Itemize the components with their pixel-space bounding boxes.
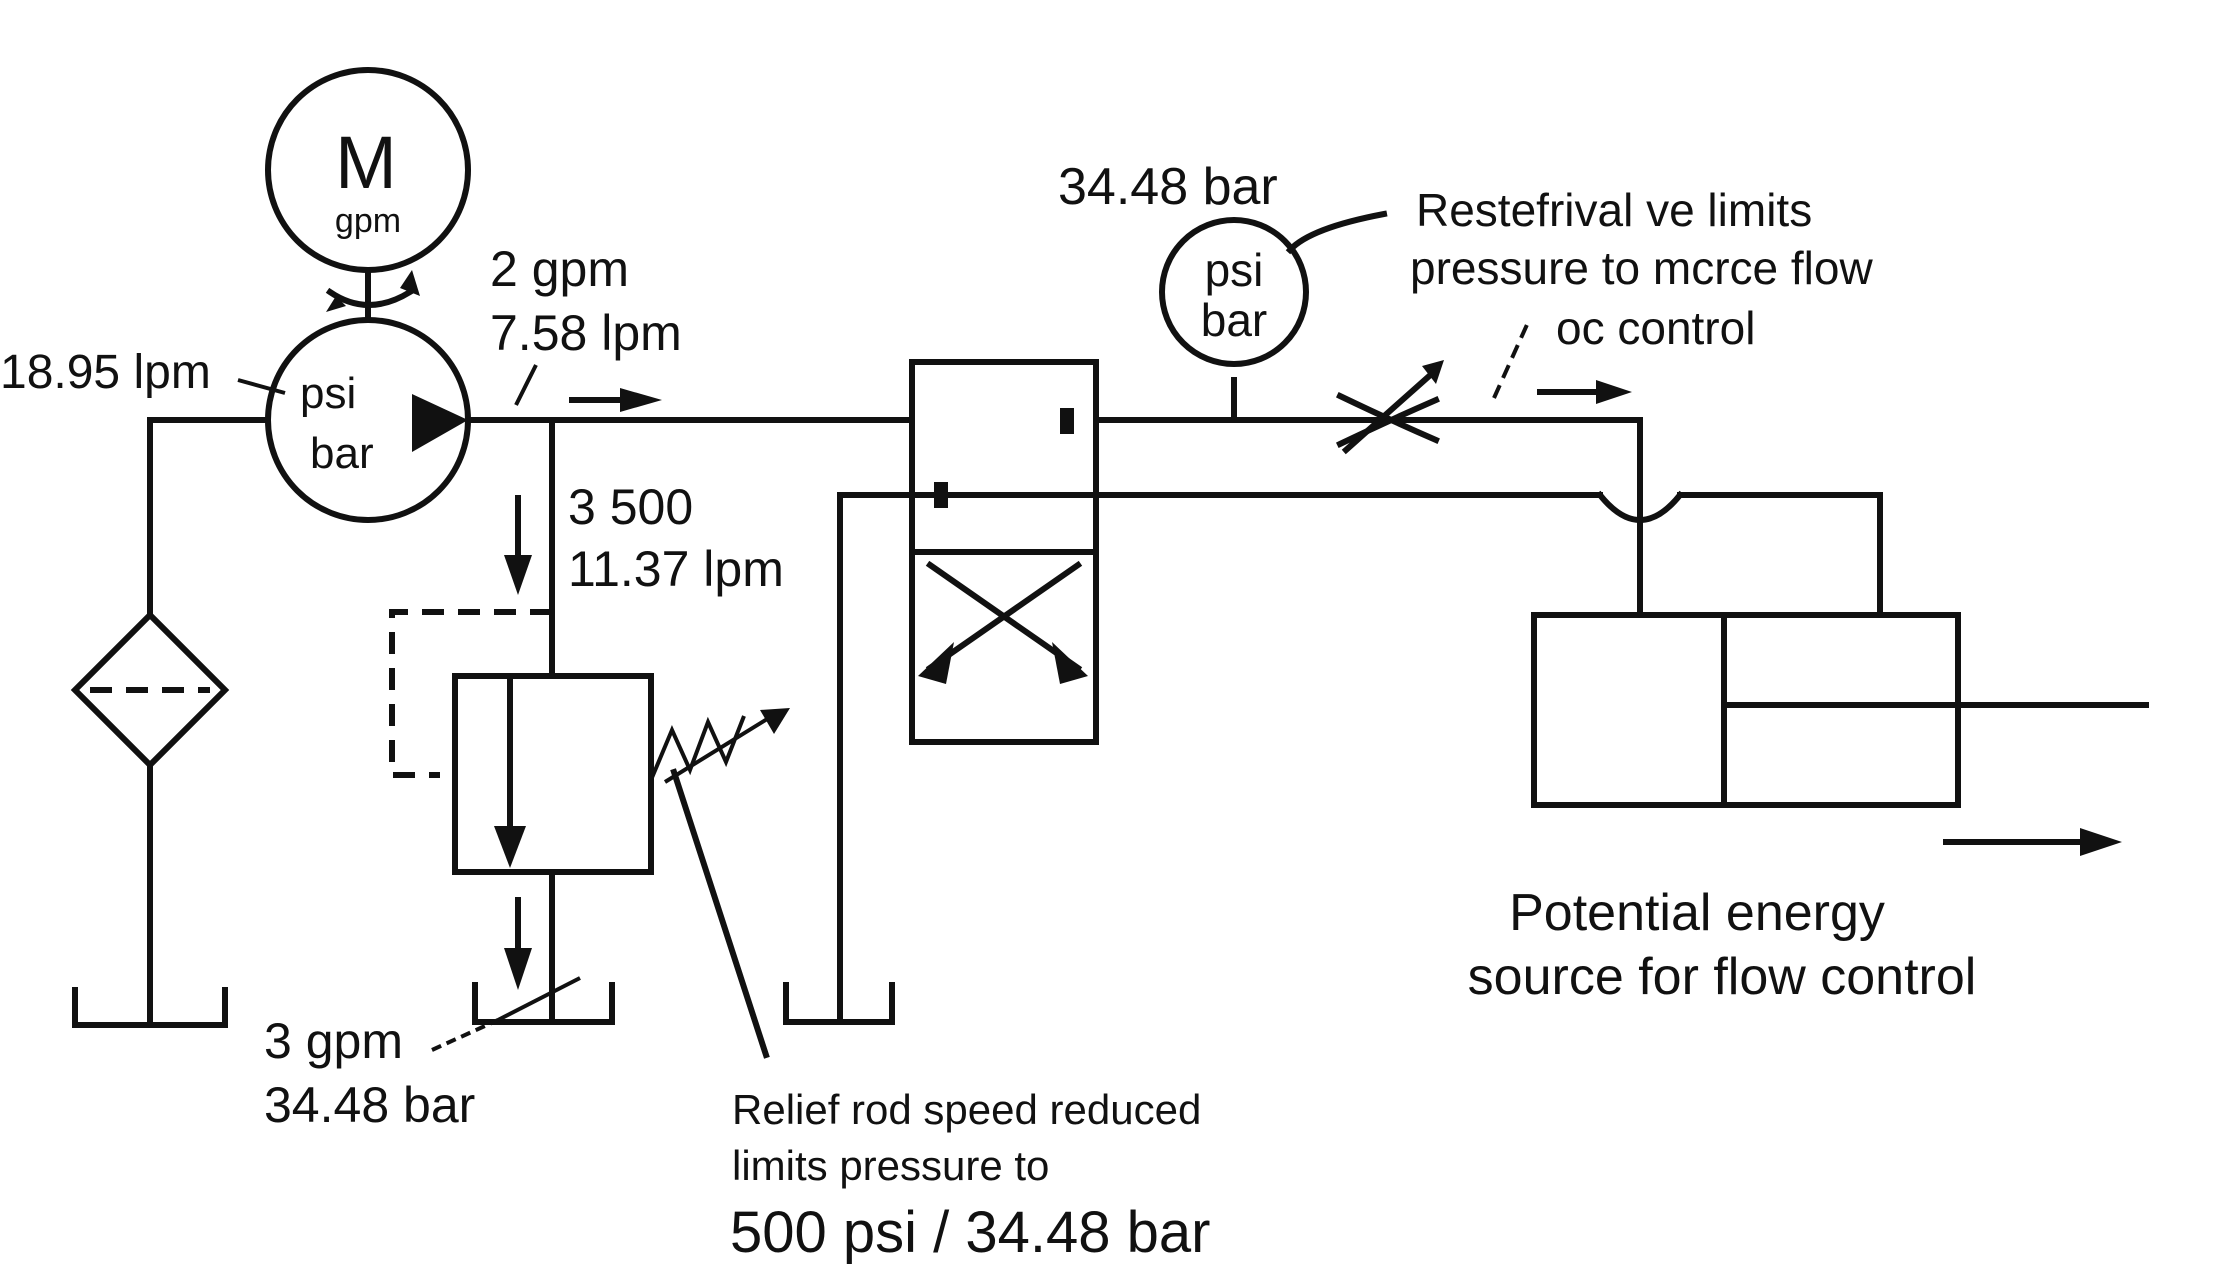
flow-arrow-icon	[569, 388, 662, 412]
relief-note-line3: 500 psi / 34.48 bar	[730, 1200, 1210, 1265]
shaft-coupling-icon	[325, 267, 420, 321]
rod-motion-arrow-icon	[1943, 828, 2122, 856]
down-arrow-icon	[504, 495, 532, 595]
cylinder-note-line2: source for flow control	[1468, 948, 1977, 1006]
return-line	[837, 490, 1883, 1025]
pilot-line-dashed	[389, 609, 552, 778]
pump-psi-label: psi	[300, 369, 356, 418]
reservoir-tank-left-icon	[72, 987, 228, 1028]
flow-control-note-line1: Restefrival ve limits	[1416, 184, 1812, 236]
pump-bar-label: bar	[310, 429, 374, 478]
flow-control-leader	[1492, 317, 1532, 399]
electric-motor: M gpm	[265, 67, 471, 273]
filter-icon	[70, 610, 230, 770]
pressure-gauge: psi bar	[1159, 217, 1309, 423]
gauge-leader	[1285, 210, 1388, 255]
tank-flow-leader-dashed	[431, 1018, 499, 1052]
directional-control-valve	[909, 359, 1099, 745]
adjustable-spring-icon	[649, 708, 790, 784]
relief-note-line2: limits pressure to	[732, 1142, 1049, 1189]
down-arrow-tank-icon	[504, 897, 532, 990]
gauge-reading-label: 34.48 bar	[1058, 158, 1278, 216]
relief-note-leader	[670, 768, 770, 1059]
hydraulic-pump: psi bar	[265, 317, 471, 523]
outlet-flow-leader	[514, 364, 538, 406]
motor-unit-label: gpm	[335, 202, 401, 240]
relief-branch-line1: 3 500	[568, 479, 693, 535]
flow-control-valve-icon	[1335, 360, 1444, 455]
gauge-psi-label: psi	[1205, 244, 1264, 296]
suction-line	[147, 417, 271, 1028]
gauge-bar-label: bar	[1201, 294, 1267, 346]
flow-control-note-line3: oc control	[1556, 302, 1755, 354]
outlet-flow-lpm-label: 7.58 lpm	[490, 305, 682, 361]
inlet-flow-leader	[237, 378, 286, 395]
outlet-flow-gpm-label: 2 gpm	[490, 241, 629, 297]
flow-control-note-line2: pressure to mcrce flow	[1410, 242, 1873, 294]
pump-direction-triangle-icon	[412, 394, 468, 452]
hydraulic-cylinder	[1531, 612, 2149, 808]
reservoir-tank-return-icon	[783, 982, 895, 1025]
relief-branch-line2: 11.37 lpm	[568, 541, 784, 597]
relief-valve	[452, 673, 654, 875]
pump-inlet-flow-label: 18.95 lpm	[0, 346, 211, 399]
tank-flow-gpm-label: 3 gpm	[264, 1013, 403, 1069]
reservoir-tank-relief-icon	[472, 982, 615, 1025]
flow-arrow-right-icon	[1537, 380, 1632, 404]
relief-note-line1: Relief rod speed reduced	[732, 1086, 1201, 1133]
cylinder-note-line1: Potential energy	[1509, 884, 1885, 942]
tank-flow-leader	[497, 976, 581, 1022]
tank-flow-bar-label: 34.48 bar	[264, 1077, 475, 1133]
motor-letter: M	[335, 121, 397, 204]
